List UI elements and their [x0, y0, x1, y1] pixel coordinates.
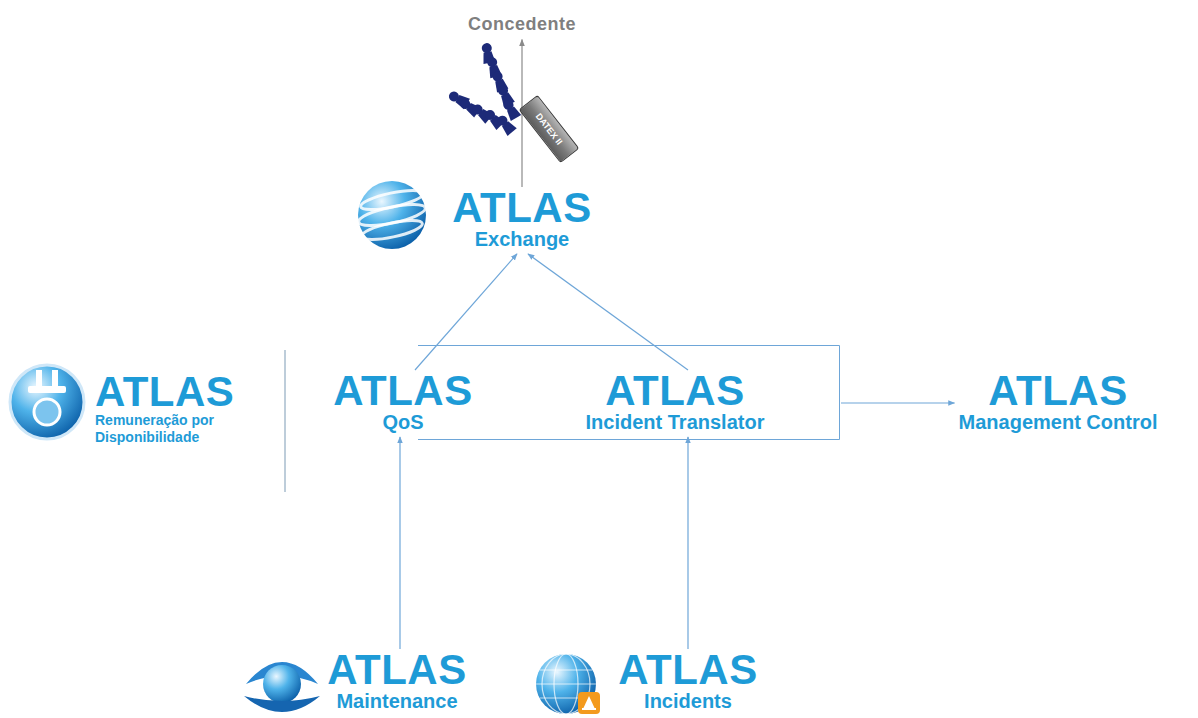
- node-subtitle: QoS: [333, 411, 472, 433]
- brand-title: ATLAS: [452, 188, 591, 228]
- product-node: ATLASMaintenance: [327, 650, 466, 712]
- exchange-globe-icon: [357, 181, 427, 249]
- brand-title: ATLAS: [95, 372, 255, 412]
- node-subtitle: Management Control: [959, 411, 1158, 433]
- brand-title: ATLAS: [327, 650, 466, 690]
- node-subtitle: Incident Translator: [586, 411, 765, 433]
- product-node: ATLASIncidents: [618, 650, 757, 712]
- zipper-illustration: [447, 42, 522, 136]
- product-node: ATLASManagement Control: [959, 371, 1158, 433]
- group-outline: [418, 346, 840, 440]
- flow-arrow: [841, 402, 955, 403]
- brand-title: ATLAS: [586, 371, 765, 411]
- separator-line: [285, 350, 286, 492]
- system-group: ATLASQoSATLASIncident Translator: [330, 345, 840, 440]
- endpoint-label: Concedente: [468, 14, 576, 36]
- brand-title: ATLAS: [959, 371, 1158, 411]
- node-subtitle: Concedente: [468, 14, 576, 36]
- node-subtitle: Remuneração por Disponibilidade: [95, 412, 255, 446]
- maintenance-shell-icon: [244, 662, 320, 712]
- node-subtitle: Maintenance: [327, 690, 466, 712]
- flow-arrow: [528, 254, 688, 370]
- product-node: ATLASIncident Translator: [586, 371, 765, 433]
- flow-arrow: [399, 437, 400, 649]
- remuneration-plug-icon: [10, 365, 84, 439]
- flow-arrow: [415, 254, 517, 370]
- incidents-globe-icon: [536, 654, 600, 714]
- node-subtitle: Exchange: [452, 228, 591, 250]
- product-node: ATLASQoS: [333, 371, 472, 433]
- brand-title: ATLAS: [618, 650, 757, 690]
- flow-arrow: [687, 437, 688, 649]
- brand-title: ATLAS: [333, 371, 472, 411]
- product-node: ATLASExchange: [452, 188, 591, 250]
- datex-slider: DATEX II: [519, 95, 580, 163]
- node-subtitle: Incidents: [618, 690, 757, 712]
- product-node: ATLASRemuneração por Disponibilidade: [95, 372, 255, 445]
